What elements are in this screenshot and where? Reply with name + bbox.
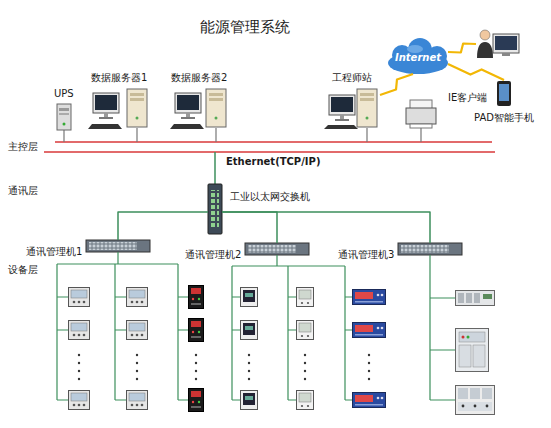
- ethernet-link: [222, 212, 430, 243]
- data-server: 数据服务器2: [170, 88, 228, 130]
- node-label: 工程师站: [332, 72, 372, 84]
- layer-label: 通讯层: [8, 185, 38, 197]
- comm-manager: 通讯管理机1: [86, 240, 150, 252]
- ethernet-link: [118, 212, 208, 240]
- node-label: 工业以太网交换机: [230, 191, 310, 203]
- wireless-link: [448, 44, 476, 53]
- comm-manager: 通讯管理机3: [398, 243, 462, 255]
- node-label: 通讯管理机1: [26, 246, 82, 258]
- engineer-station: 工程师站: [324, 88, 380, 130]
- node-label: UPS: [54, 88, 74, 100]
- pad-phone: PAD智能手机: [496, 80, 512, 108]
- node-label: PAD智能手机: [474, 112, 534, 124]
- internet-cloud: Internet: [388, 42, 448, 74]
- wireless-link: [380, 74, 413, 95]
- layer-label: 主控层: [8, 141, 38, 153]
- node-label: Internet: [395, 52, 441, 64]
- data-server: 数据服务器1: [88, 88, 150, 130]
- diagram-title: 能源管理系统: [200, 18, 290, 36]
- ethernet-switch: 工业以太网交换机: [208, 184, 222, 234]
- node-label: 数据服务器1: [91, 72, 147, 84]
- ethernet-link: [222, 212, 277, 243]
- network-label: Ethernet(TCP/IP): [226, 156, 320, 168]
- ups-icon: UPS: [56, 104, 72, 130]
- node-label: 通讯管理机3: [338, 249, 394, 261]
- node-label: 数据服务器2: [171, 72, 227, 84]
- node-label: 通讯管理机2: [185, 249, 241, 261]
- comm-manager: 通讯管理机2: [245, 243, 309, 255]
- node-label: IE客户端: [448, 92, 487, 104]
- ie-client: IE客户端: [476, 28, 522, 60]
- wireless-link: [448, 64, 504, 80]
- layer-label: 设备层: [8, 264, 38, 276]
